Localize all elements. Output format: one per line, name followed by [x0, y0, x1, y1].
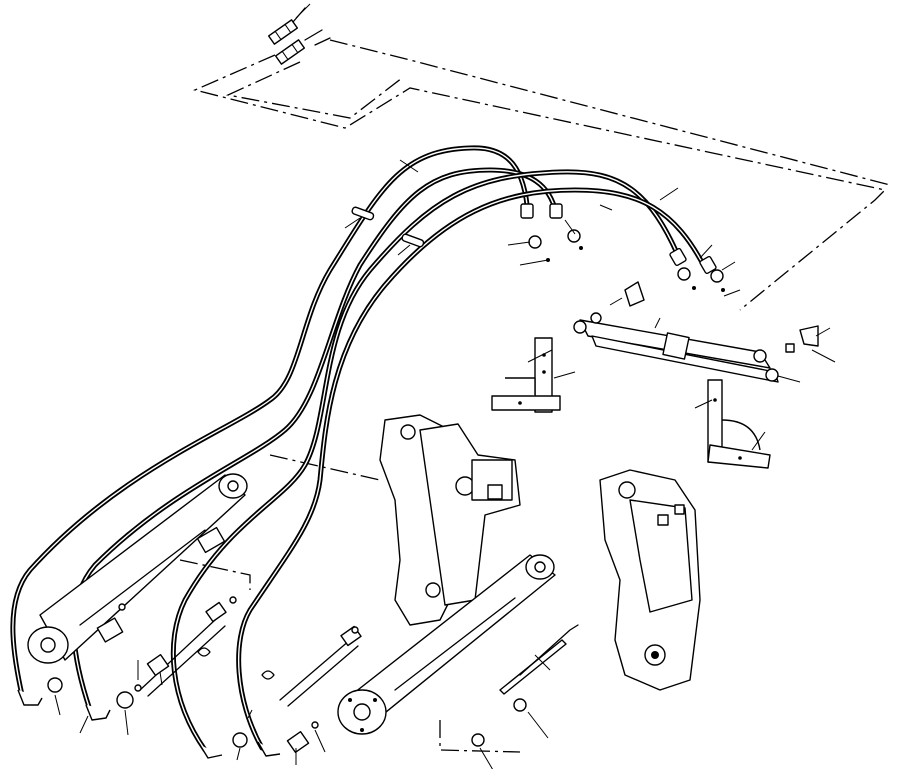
lift-cylinder-center	[337, 554, 556, 735]
callout-leaders	[54, 159, 836, 769]
retaining-pins	[351, 206, 425, 248]
hose-top-fittings	[520, 203, 725, 292]
loader-tower-right	[599, 469, 701, 691]
mounting-bracket-right	[707, 379, 771, 469]
steel-tubes	[139, 601, 362, 754]
hose-4	[236, 187, 708, 751]
clips-and-washers	[47, 596, 579, 748]
lift-cylinder-left	[27, 473, 248, 664]
mounting-bracket-left	[491, 337, 561, 413]
top-coupler-fittings	[267, 3, 331, 65]
hose-2	[71, 167, 559, 713]
routing-outline	[179, 39, 891, 753]
loader-tower-center	[379, 414, 521, 626]
hose-end-elbows	[17, 689, 281, 759]
cross-tube-assembly	[573, 281, 819, 383]
hose-1	[10, 145, 531, 698]
hose-3	[170, 169, 683, 753]
